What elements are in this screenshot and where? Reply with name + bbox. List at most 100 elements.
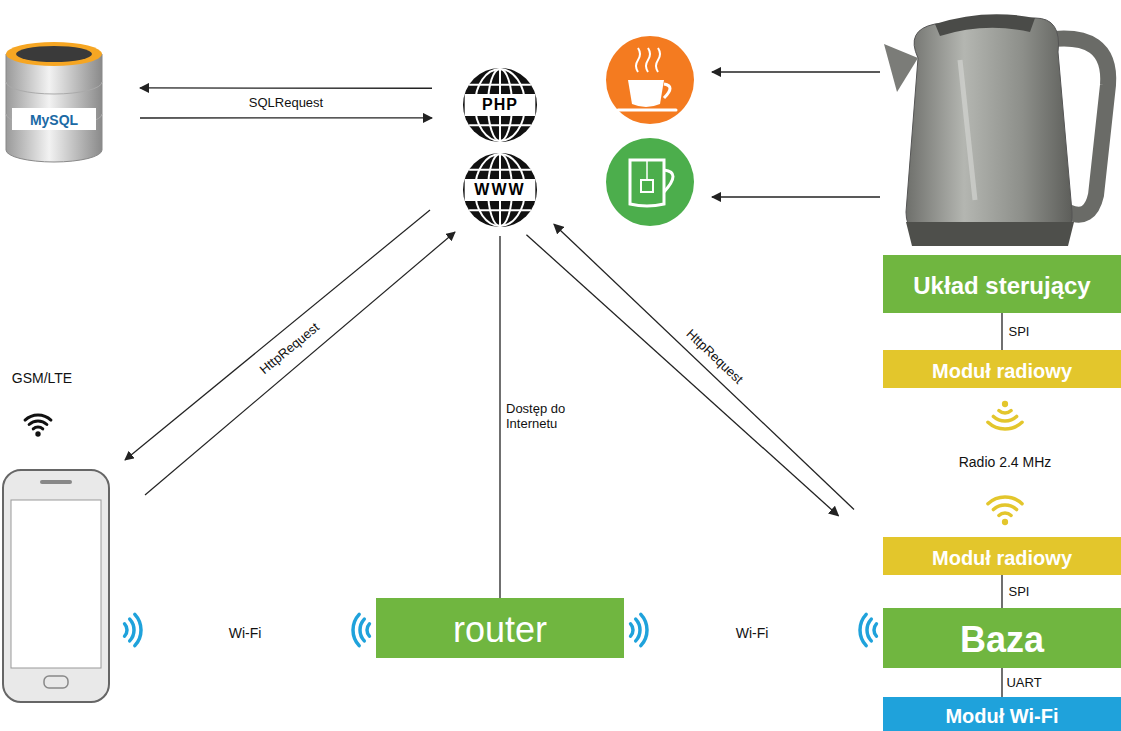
wave-dot — [35, 431, 40, 436]
wave-arc — [631, 624, 633, 636]
kettle-base — [906, 222, 1074, 246]
network-label: GSM/LTE — [12, 370, 72, 386]
http-arrow — [145, 232, 455, 495]
edge-label: HttpRequest — [681, 325, 747, 388]
sql-arrow — [140, 87, 432, 89]
node-text: PHP — [482, 96, 518, 114]
node-text: Baza — [960, 619, 1044, 660]
http-arrow — [125, 210, 430, 460]
wave-dot — [1002, 519, 1008, 525]
kettle-spout — [884, 44, 918, 92]
globe-parallel — [469, 169, 531, 171]
edge-label: SPI — [1007, 324, 1032, 339]
globe-band — [465, 94, 536, 116]
module-box: Moduł radiowy — [883, 537, 1121, 575]
node-text: Moduł Wi-Fi — [945, 705, 1058, 728]
phone-button — [44, 676, 68, 688]
protocol-label: HttpRequest — [257, 320, 322, 377]
mug-handle — [664, 170, 673, 192]
globe-parallel — [469, 84, 531, 86]
wireless-icon — [25, 415, 51, 437]
edge-label: UART — [1004, 675, 1043, 690]
module-box: Moduł Wi-Fi — [883, 697, 1121, 731]
sql-arrow — [140, 117, 432, 118]
cup-handle — [664, 84, 670, 98]
bus-line — [1001, 313, 1002, 350]
wave-arc — [29, 421, 47, 424]
wave-dot — [1002, 401, 1008, 407]
globe-disc — [463, 153, 537, 227]
edge-label: SQLRequest — [247, 96, 325, 111]
globe-meridian — [475, 69, 525, 141]
bus-line — [1001, 668, 1002, 697]
process-box: Układ sterujący — [883, 255, 1121, 313]
wave-arc — [636, 619, 640, 641]
wave-arc — [860, 614, 866, 645]
globe-parallel — [469, 209, 531, 211]
wave-arc — [135, 614, 141, 645]
wave-arc — [867, 619, 871, 641]
http-arrow — [554, 224, 854, 509]
wave-arc — [360, 619, 364, 641]
mug — [630, 160, 664, 206]
wireless-icon — [125, 614, 141, 645]
wave-arc — [353, 614, 359, 645]
wave-arc — [999, 411, 1011, 413]
wave-arc — [993, 505, 1016, 510]
coffee-icon — [606, 36, 694, 124]
wireless-icon — [988, 401, 1022, 429]
wave-arc — [125, 624, 127, 636]
node-text: Moduł radiowy — [932, 360, 1072, 383]
node-text: WWW — [474, 181, 525, 199]
wireless-icon — [860, 614, 876, 645]
cylinder-label-band — [12, 108, 96, 130]
phone-screen — [11, 500, 101, 668]
wave-arc — [874, 624, 876, 636]
edge-label: SPI — [1007, 584, 1032, 599]
cylinder-shape — [2, 38, 106, 166]
router-box: router — [376, 598, 624, 658]
wave-arc — [993, 416, 1016, 421]
phone-body — [3, 470, 109, 702]
globe-band — [465, 179, 536, 201]
wave-arc — [130, 619, 134, 641]
phone-speaker — [40, 480, 72, 484]
kettle-body — [906, 18, 1072, 240]
wireless-icon — [631, 614, 647, 645]
wireless-icon — [988, 497, 1022, 525]
phone-picture — [3, 470, 109, 702]
radio-label: Radio 2.4 MHz — [959, 454, 1052, 470]
wave-arc — [367, 624, 369, 636]
coffee-circle — [606, 36, 694, 124]
wave-arc — [988, 422, 1022, 429]
network-label: Wi-Fi — [229, 625, 262, 641]
network-label: Wi-Fi — [736, 625, 769, 641]
database-icon: MySQL — [2, 38, 106, 166]
cylinder-top — [6, 42, 102, 66]
tea-icon — [606, 138, 694, 226]
kettle-picture — [884, 14, 1108, 246]
cylinder-body — [6, 54, 102, 162]
steam — [636, 48, 660, 72]
node-text: MySQL — [30, 112, 78, 128]
globe-parallel — [469, 124, 531, 126]
internet-line — [499, 236, 500, 598]
tea-tag — [641, 180, 653, 192]
tea-circle — [606, 138, 694, 226]
edge-label: Dostęp do Internetu — [504, 402, 580, 432]
wave-arc — [641, 614, 647, 645]
kettle-highlight — [960, 60, 975, 200]
wireless-icon — [353, 614, 369, 645]
wave-arc — [33, 427, 43, 429]
node-text: router — [453, 609, 547, 650]
base-box: Baza — [883, 608, 1121, 668]
globe-disc — [463, 68, 537, 142]
globe-icon: PHP — [462, 67, 538, 143]
wave-arc — [988, 497, 1022, 504]
node-text: Układ sterujący — [913, 272, 1090, 300]
saucer — [618, 109, 676, 112]
kettle-arrow — [712, 196, 880, 197]
http-arrow — [526, 235, 838, 516]
wave-arc — [999, 513, 1011, 515]
module-box: Moduł radiowy — [883, 350, 1121, 388]
